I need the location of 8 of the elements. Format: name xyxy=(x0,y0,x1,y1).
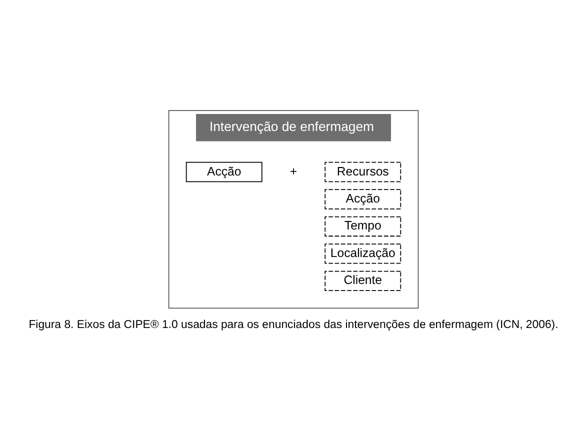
label: + xyxy=(290,164,298,178)
node-box: Localização xyxy=(324,243,402,264)
node-box: Cliente xyxy=(324,270,402,291)
caption: Figura 8. Eixos da CIPE® 1.0 usadas para os enunciados das intervenções de enfermagem (ICN, 2006). xyxy=(28,318,558,330)
node-box: Acção xyxy=(324,188,402,209)
node-box: Tempo xyxy=(324,216,402,236)
node-box: Acção xyxy=(186,161,262,182)
node-box: Recursos xyxy=(324,161,402,182)
